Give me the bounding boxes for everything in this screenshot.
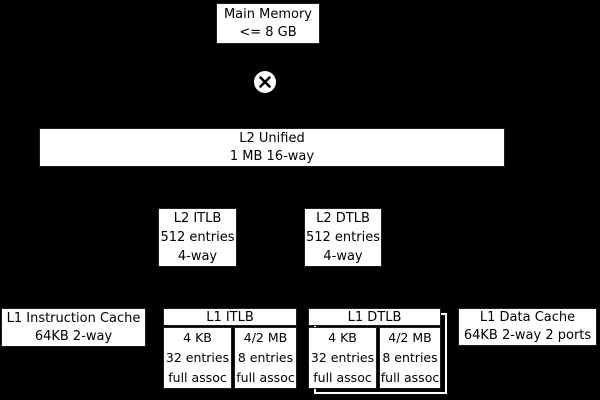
crossbar-icon bbox=[254, 71, 276, 93]
l1-dtlb-small-pages-box: 4 KB 32 entries full assoc bbox=[308, 327, 377, 389]
l1-icache-label: L1 Instruction Cache bbox=[6, 310, 141, 326]
l1-dtlb-small-page-size: 4 KB bbox=[328, 330, 357, 345]
main-memory-size: <= 8 GB bbox=[239, 24, 297, 40]
main-memory-label: Main Memory bbox=[223, 6, 313, 22]
l1-itlb-group: L1 ITLB 4 KB 32 entries full assoc 4/2 M… bbox=[163, 308, 297, 389]
l1-dtlb-small-assoc: full assoc bbox=[313, 370, 372, 385]
l1-itlb-large-page-size: 4/2 MB bbox=[243, 330, 288, 345]
l2-dtlb-label: L2 DTLB bbox=[316, 211, 370, 226]
l1-dtlb-subrow: 4 KB 32 entries full assoc 4/2 MB 8 entr… bbox=[308, 327, 441, 389]
l2-unified-cache-box: L2 Unified 1 MB 16-way bbox=[39, 128, 505, 167]
l1-dcache-size: 64KB 2-way 2 ports bbox=[463, 328, 592, 343]
l1-itlb-small-pages-box: 4 KB 32 entries full assoc bbox=[163, 327, 232, 389]
l1-dtlb-small-entries: 32 entries bbox=[310, 350, 375, 365]
l1-itlb-subrow: 4 KB 32 entries full assoc 4/2 MB 8 entr… bbox=[163, 327, 297, 389]
l2-unified-label: L2 Unified bbox=[239, 130, 305, 146]
l1-dtlb-title: L1 DTLB bbox=[308, 308, 441, 326]
l1-dtlb-large-pages-box: 4/2 MB 8 entries full assoc bbox=[379, 327, 441, 389]
l2-dtlb-box: L2 DTLB 512 entries 4-way bbox=[304, 208, 382, 267]
l1-itlb-small-assoc: full assoc bbox=[168, 370, 227, 385]
l1-itlb-large-entries: 8 entries bbox=[237, 350, 294, 365]
l1-itlb-large-pages-box: 4/2 MB 8 entries full assoc bbox=[234, 327, 297, 389]
l1-dtlb-large-assoc: full assoc bbox=[380, 370, 440, 385]
l1-dtlb-large-page-size: 4/2 MB bbox=[388, 330, 432, 345]
l1-dtlb-group: L1 DTLB 4 KB 32 entries full assoc 4/2 M… bbox=[308, 308, 441, 389]
l2-itlb-box: L2 ITLB 512 entries 4-way bbox=[158, 208, 237, 267]
l2-dtlb-assoc: 4-way bbox=[323, 249, 363, 264]
main-memory-box: Main Memory <= 8 GB bbox=[216, 3, 320, 44]
l1-itlb-title: L1 ITLB bbox=[163, 308, 297, 326]
l1-itlb-small-page-size: 4 KB bbox=[183, 330, 212, 345]
l1-itlb-large-assoc: full assoc bbox=[236, 370, 295, 385]
l1-dtlb-large-entries: 8 entries bbox=[382, 350, 438, 365]
l1-dcache-label: L1 Data Cache bbox=[479, 310, 576, 325]
l2-unified-size: 1 MB 16-way bbox=[229, 148, 315, 164]
circled-x-icon bbox=[254, 71, 276, 93]
l1-itlb-small-entries: 32 entries bbox=[165, 350, 230, 365]
l1-icache-size: 64KB 2-way bbox=[34, 328, 113, 344]
l1-instruction-cache-box: L1 Instruction Cache 64KB 2-way bbox=[1, 308, 146, 347]
l2-itlb-label: L2 ITLB bbox=[173, 211, 222, 226]
l2-dtlb-entries: 512 entries bbox=[305, 230, 380, 245]
l1-data-cache-box: L1 Data Cache 64KB 2-way 2 ports bbox=[458, 308, 597, 346]
l2-itlb-entries: 512 entries bbox=[160, 230, 235, 245]
l2-itlb-assoc: 4-way bbox=[177, 249, 218, 264]
